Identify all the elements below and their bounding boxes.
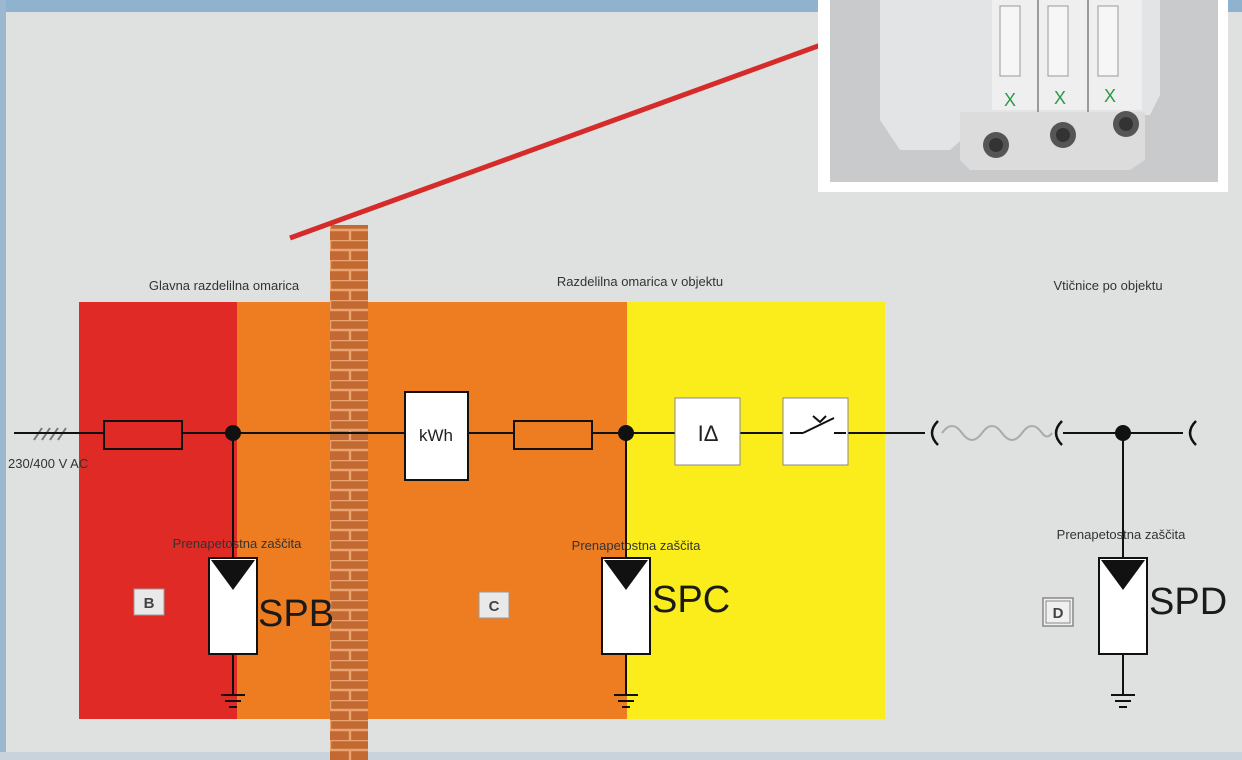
zone-d-letter: D [1053, 605, 1064, 622]
spd-d [1098, 557, 1148, 708]
zone-c-letter: C [489, 598, 500, 615]
connector-right-icon [1188, 420, 1197, 446]
zone-yellow-area [627, 302, 885, 719]
spd-drops [232, 433, 1124, 558]
svg-text:X: X [1054, 88, 1066, 108]
spd-d-label: SPD [1149, 581, 1227, 623]
spd-c [601, 557, 651, 708]
socket-connectors [930, 420, 1197, 446]
protection-label-c: Prenapetostna zaščita [572, 538, 701, 553]
section-main-label: Glavna razdelilna omarica [149, 278, 300, 293]
rcd-box [674, 397, 741, 466]
zone-c-area [237, 302, 627, 719]
svg-text:X: X [1104, 86, 1116, 106]
spd-b [208, 557, 258, 708]
svg-text:X: X [1004, 90, 1016, 110]
supply-label: 230/400 V AC [8, 456, 88, 471]
zone-b-letter: B [144, 595, 155, 612]
left-frame-strip [0, 0, 6, 760]
section-object-label: Razdelilna omarica v objektu [557, 274, 723, 289]
spd-c-label: SPC [652, 579, 730, 621]
zone-c-badge: C [478, 591, 510, 619]
breaker-switch-icon [790, 415, 846, 434]
section-sockets-label: Vtičnice po objektu [1053, 278, 1162, 293]
rcd-label: IΔ [698, 421, 719, 446]
flexible-cable [941, 425, 1053, 441]
zone-b-badge: B [133, 588, 165, 616]
protection-label-b: Prenapetostna zaščita [173, 536, 302, 551]
product-photo: X X X [818, 0, 1228, 192]
zone-b-area [79, 302, 237, 719]
zone-d-badge: D [1042, 597, 1074, 627]
connector-left-icon [930, 420, 939, 446]
connector-middle-icon [1054, 420, 1063, 446]
breaker-box [782, 397, 849, 466]
brick-wall [330, 225, 368, 760]
fuse-main [103, 420, 183, 450]
callout-line [289, 35, 841, 241]
fuse-object [513, 420, 593, 450]
energy-meter [404, 391, 469, 481]
protection-label-d: Prenapetostna zaščita [1057, 527, 1186, 542]
meter-label: kWh [419, 426, 453, 445]
bottom-frame-strip [0, 752, 1242, 760]
spd-b-label: SPB [258, 593, 334, 635]
